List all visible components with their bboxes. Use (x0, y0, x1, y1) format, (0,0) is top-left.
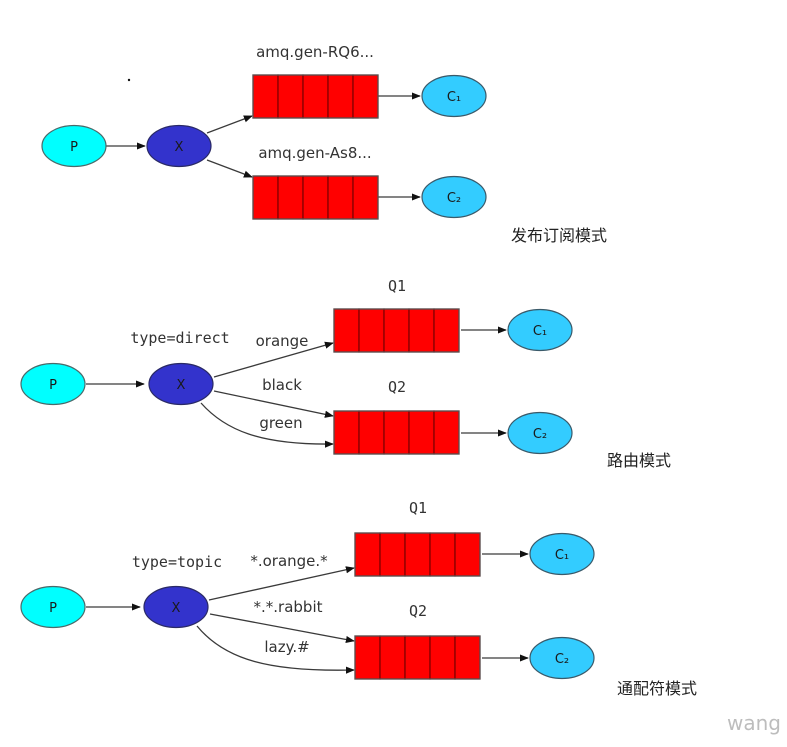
queue-cell (252, 74, 279, 119)
queue-cell (354, 635, 381, 680)
edge-binding-orange (213, 341, 334, 378)
queue-cell (429, 532, 456, 577)
queue-cell (302, 74, 329, 119)
queue-border (354, 532, 481, 577)
queue-cell (404, 532, 431, 577)
consumer1-node (529, 532, 595, 576)
queue-cell (454, 532, 481, 577)
queue-border (354, 635, 481, 680)
queue-cell (383, 308, 410, 353)
queue-border (252, 175, 379, 220)
queue-cell (333, 308, 360, 353)
queue-border (333, 410, 460, 455)
consumer2-label: C₂ (555, 652, 569, 667)
consumer1-node (507, 308, 573, 352)
queue-cell (379, 532, 406, 577)
binding-label-black: black (262, 376, 302, 394)
diagram-routing: P X type=direct orange black green Q1 Q2… (20, 277, 671, 470)
queue-cell (454, 635, 481, 680)
queue-cell (277, 175, 304, 220)
queue2 (252, 175, 379, 220)
queue-cell (433, 410, 460, 455)
queue-border (333, 308, 460, 353)
consumer2-node (421, 175, 487, 219)
queue-cell (302, 175, 329, 220)
exchange-node (148, 362, 214, 406)
caption-topic: 通配符模式 (617, 679, 697, 698)
queue-cell (379, 635, 406, 680)
exchange-node (146, 124, 212, 168)
queue2-name: Q2 (388, 378, 406, 396)
queue1-name: Q1 (409, 499, 427, 517)
edge-binding-orange (208, 566, 355, 601)
producer-node (20, 362, 86, 406)
producer-label: P (70, 140, 78, 155)
edge-binding-green (200, 402, 334, 448)
edge-exchange-queue1 (206, 115, 253, 134)
queue-cell (429, 635, 456, 680)
consumer1-label: C₁ (555, 548, 569, 563)
edge-binding-lazy (196, 625, 355, 674)
binding-label-orange: orange (256, 332, 309, 350)
diagram-publish-subscribe: P X amq.gen-RQ6... amq.gen-As8... C₁ C₂ … (41, 43, 607, 245)
queue-cell (352, 74, 379, 119)
queue2 (333, 410, 460, 455)
diagram-topic: P X type=topic *.orange.* *.*.rabbit laz… (20, 499, 697, 698)
caption-publish-subscribe: 发布订阅模式 (511, 226, 607, 245)
stray-dot (127, 78, 131, 82)
binding-label-green: green (259, 414, 302, 432)
queue-cell (327, 74, 354, 119)
consumer2-node (507, 411, 573, 455)
exchange-label: X (177, 378, 186, 393)
queue1-name: Q1 (388, 277, 406, 295)
binding-label-orange: *.orange.* (250, 552, 328, 570)
producer-label: P (49, 601, 57, 616)
queue-cell (408, 308, 435, 353)
queue1 (252, 74, 379, 119)
consumer2-label: C₂ (533, 427, 547, 442)
queue-cell (404, 635, 431, 680)
queue-cell (408, 410, 435, 455)
queue-cell (354, 532, 381, 577)
consumer1-node (421, 74, 487, 118)
exchange-type-label: type=topic (132, 553, 222, 571)
exchange-label: X (175, 140, 184, 155)
producer-label: P (49, 378, 57, 393)
queue2-name: amq.gen-As8... (258, 144, 371, 162)
binding-label-rabbit: *.*.rabbit (254, 598, 323, 616)
queue-cell (358, 410, 385, 455)
queue1 (354, 532, 481, 577)
queue-border (252, 74, 379, 119)
exchange-label: X (172, 601, 181, 616)
queue1-name: amq.gen-RQ6... (256, 43, 374, 61)
exchange-node (143, 585, 209, 629)
queue-cell (433, 308, 460, 353)
producer-node (20, 585, 86, 629)
queue-cell (358, 308, 385, 353)
queue1 (333, 308, 460, 353)
consumer1-label: C₁ (447, 90, 461, 105)
exchange-type-label: type=direct (130, 329, 229, 347)
consumer2-label: C₂ (447, 191, 461, 206)
watermark: wang (727, 711, 781, 735)
queue2 (354, 635, 481, 680)
queue-cell (252, 175, 279, 220)
queue-cell (383, 410, 410, 455)
edge-exchange-queue2 (206, 159, 253, 178)
caption-routing: 路由模式 (607, 451, 671, 470)
queue2-name: Q2 (409, 602, 427, 620)
consumer2-node (529, 636, 595, 680)
edge-binding-rabbit (209, 613, 355, 644)
queue-cell (277, 74, 304, 119)
binding-label-lazy: lazy.# (264, 638, 309, 656)
edge-binding-black (213, 390, 334, 418)
queue-cell (333, 410, 360, 455)
consumer1-label: C₁ (533, 324, 547, 339)
producer-node (41, 124, 107, 168)
queue-cell (327, 175, 354, 220)
queue-cell (352, 175, 379, 220)
